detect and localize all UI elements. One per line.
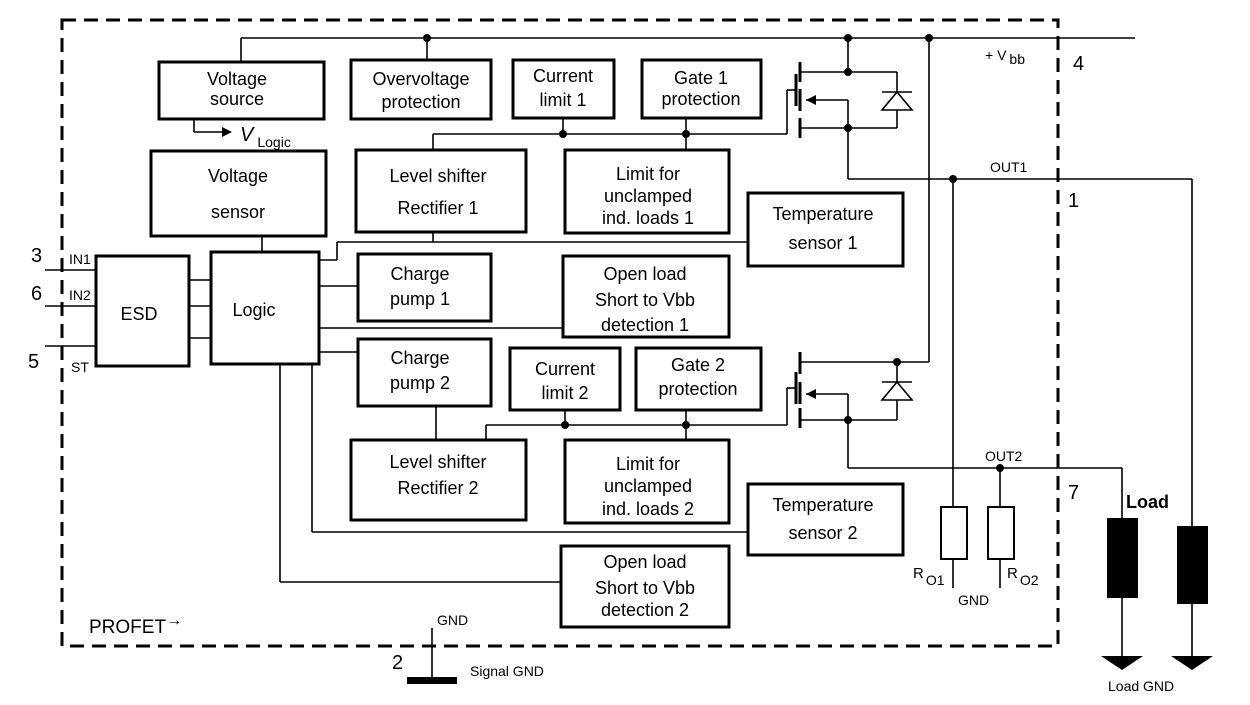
svg-text:protection: protection [381, 92, 460, 112]
svg-text:unclamped: unclamped [604, 186, 692, 206]
load-gnd-symbol-1 [1101, 656, 1143, 670]
block-logic: Logic [209, 250, 321, 366]
svg-text:Gate 1: Gate 1 [674, 68, 728, 88]
block-open-load-1: Open load Short to Vbb detection 1 [561, 254, 731, 339]
svg-text:ind. loads 1: ind. loads 1 [602, 208, 694, 228]
block-current-limit-1: Current limit 1 [511, 58, 616, 120]
block-charge-pump-2: Charge pump 2 [356, 337, 493, 408]
block-level-shifter-2: Level shifter Rectifier 2 [349, 438, 528, 522]
resistor-ro1 [940, 506, 968, 560]
in2-label: IN2 [69, 287, 91, 303]
svg-text:Voltage: Voltage [208, 166, 268, 186]
svg-text:Rectifier 2: Rectifier 2 [397, 478, 478, 498]
pin-6: 6 [31, 283, 42, 305]
svg-text:sensor: sensor [211, 202, 265, 222]
svg-text:detection 1: detection 1 [601, 315, 689, 335]
block-gate1-protection: Gate 1 protection [640, 58, 763, 120]
junction-dots [423, 34, 1004, 472]
pin-4: 4 [1073, 53, 1084, 75]
load-1 [1107, 518, 1138, 598]
svg-text:detection 2: detection 2 [601, 600, 689, 620]
block-current-limit-2: Current limit 2 [508, 346, 622, 412]
svg-text:Open load: Open load [603, 264, 686, 284]
pin-1: 1 [1068, 190, 1079, 212]
svg-text:pump 1: pump 1 [390, 289, 450, 309]
svg-text:ind. loads 2: ind. loads 2 [602, 499, 694, 519]
load-gnd-label: Load GND [1108, 678, 1174, 694]
signal-gnd-label: Signal GND [470, 663, 544, 679]
svg-text:pump 2: pump 2 [390, 373, 450, 393]
svg-text:Short to Vbb: Short to Vbb [595, 578, 695, 598]
load-2 [1177, 526, 1208, 604]
in1-label: IN1 [69, 251, 91, 267]
svg-text:protection: protection [661, 89, 740, 109]
svg-text:Temperature: Temperature [772, 204, 873, 224]
block-limit-unclamped-2: Limit for unclamped ind. loads 2 [563, 438, 731, 525]
block-open-load-2: Open load Short to Vbb detection 2 [559, 544, 731, 629]
svg-text:Level shifter: Level shifter [389, 166, 486, 186]
svg-text:Current: Current [535, 359, 595, 379]
wiring [45, 37, 1193, 680]
block-voltage-source: Voltage source [157, 60, 326, 121]
svg-text:Short to Vbb: Short to Vbb [595, 290, 695, 310]
chip-outline [60, 18, 1060, 648]
block-temperature-sensor-1: Temperature sensor 1 [746, 191, 905, 268]
st-label: ST [71, 359, 89, 375]
block-level-shifter-1: Level shifter Rectifier 1 [354, 148, 528, 234]
pin-7: 7 [1068, 482, 1079, 504]
block-temperature-sensor-2: Temperature sensor 2 [746, 482, 905, 557]
block-overvoltage-protection: Overvoltage protection [349, 58, 493, 121]
svg-text:source: source [210, 89, 264, 109]
pin-2: 2 [392, 652, 403, 674]
svg-text:Gate 2: Gate 2 [671, 355, 725, 375]
svg-text:Logic: Logic [232, 300, 275, 320]
svg-text:Limit for: Limit for [616, 164, 680, 184]
block-limit-unclamped-1: Limit for unclamped ind. loads 1 [563, 148, 731, 235]
svg-text:limit 1: limit 1 [539, 90, 586, 110]
svg-text:Level shifter: Level shifter [389, 452, 486, 472]
profet-label: PROFET→ [89, 612, 182, 638]
out1-label: OUT1 [990, 159, 1028, 175]
block-gate2-protection: Gate 2 protection [634, 346, 763, 412]
gnd-resistor-label: GND [958, 592, 989, 608]
svg-text:Charge: Charge [390, 264, 449, 284]
svg-text:limit 2: limit 2 [541, 383, 588, 403]
svg-text:Open load: Open load [603, 552, 686, 572]
load-gnd-symbol-2 [1171, 656, 1213, 670]
svg-text:Rectifier 1: Rectifier 1 [397, 198, 478, 218]
svg-text:sensor 1: sensor 1 [788, 233, 857, 253]
svg-text:ESD: ESD [120, 304, 157, 324]
block-esd: ESD [94, 254, 191, 368]
load-label: Load [1126, 492, 1169, 512]
svg-text:sensor 2: sensor 2 [788, 523, 857, 543]
resistor-ro2 [987, 506, 1015, 560]
svg-text:unclamped: unclamped [604, 476, 692, 496]
block-charge-pump-1: Charge pump 1 [356, 252, 493, 323]
svg-text:protection: protection [658, 379, 737, 399]
svg-text:Current: Current [533, 66, 593, 86]
signal-gnd-bar [407, 677, 457, 684]
svg-text:Overvoltage: Overvoltage [372, 69, 469, 89]
block-voltage-sensor: Voltage sensor [149, 149, 328, 238]
gnd-internal-label: GND [437, 612, 468, 628]
svg-text:Temperature: Temperature [772, 495, 873, 515]
svg-text:Charge: Charge [390, 348, 449, 368]
out2-label: OUT2 [985, 448, 1023, 464]
svg-text:Voltage: Voltage [207, 69, 267, 89]
pin-3: 3 [31, 245, 42, 267]
svg-text:Limit for: Limit for [616, 454, 680, 474]
pin-5: 5 [28, 351, 39, 373]
